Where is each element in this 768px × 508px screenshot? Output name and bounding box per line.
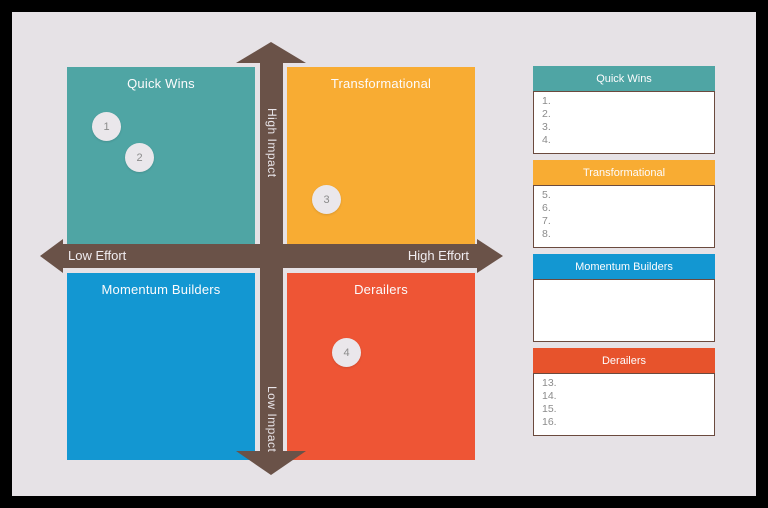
arrowhead-down-icon [236,451,306,475]
marker-3: 3 [312,185,341,214]
panel-quick-wins: Quick Wins 1. 2. 3. 4. [533,66,715,154]
panel-derailers: Derailers 13. 14. 15. 16. [533,348,715,436]
quadrant-transformational: Transformational [287,67,475,252]
panel-header-derailers: Derailers [533,348,715,373]
axis-label-low-impact: Low Impact [265,386,279,453]
panel-list-transformational: 5. 6. 7. 8. [533,185,715,248]
list-item: 6. [542,202,551,214]
list-item: 4. [542,134,551,146]
quadrant-title-derailers: Derailers [354,282,408,297]
quadrant-title-quick-wins: Quick Wins [127,76,195,91]
horizontal-axis-arrow [63,244,477,268]
list-item: 3. [542,121,551,133]
axis-label-high-effort: High Effort [407,248,469,263]
list-item: 2. [542,108,551,120]
marker-4: 4 [332,338,361,367]
list-item: 15. [542,403,557,415]
list-item: 16. [542,416,557,428]
arrowhead-up-icon [236,42,306,63]
arrowhead-right-icon [477,239,503,273]
list-item: 1. [542,95,551,107]
quadrant-derailers: Derailers [287,273,475,460]
arrowhead-left-icon [40,239,63,273]
quadrant-title-momentum-builders: Momentum Builders [101,282,221,297]
panel-header-momentum-builders: Momentum Builders [533,254,715,279]
axis-label-low-effort: Low Effort [68,248,127,263]
panel-header-transformational: Transformational [533,160,715,185]
panel-list-quick-wins: 1. 2. 3. 4. [533,91,715,154]
sidebar: Quick Wins 1. 2. 3. 4. Transformational … [533,66,715,436]
panel-transformational: Transformational 5. 6. 7. 8. [533,160,715,248]
list-item: 14. [542,390,557,402]
panel-header-quick-wins: Quick Wins [533,66,715,91]
marker-2: 2 [125,143,154,172]
panel-list-derailers: 13. 14. 15. 16. [533,373,715,436]
quadrant-momentum-builders: Momentum Builders [67,273,255,460]
list-item: 5. [542,189,551,201]
list-item: 13. [542,377,557,389]
axis-label-high-impact: High Impact [265,108,279,178]
panel-momentum-builders: Momentum Builders [533,254,715,342]
list-item: 8. [542,228,551,240]
quadrant-title-transformational: Transformational [330,76,432,91]
panel-list-momentum-builders [533,279,715,342]
marker-1: 1 [92,112,121,141]
quadrant-quick-wins: Quick Wins [67,67,255,252]
list-item: 7. [542,215,551,227]
